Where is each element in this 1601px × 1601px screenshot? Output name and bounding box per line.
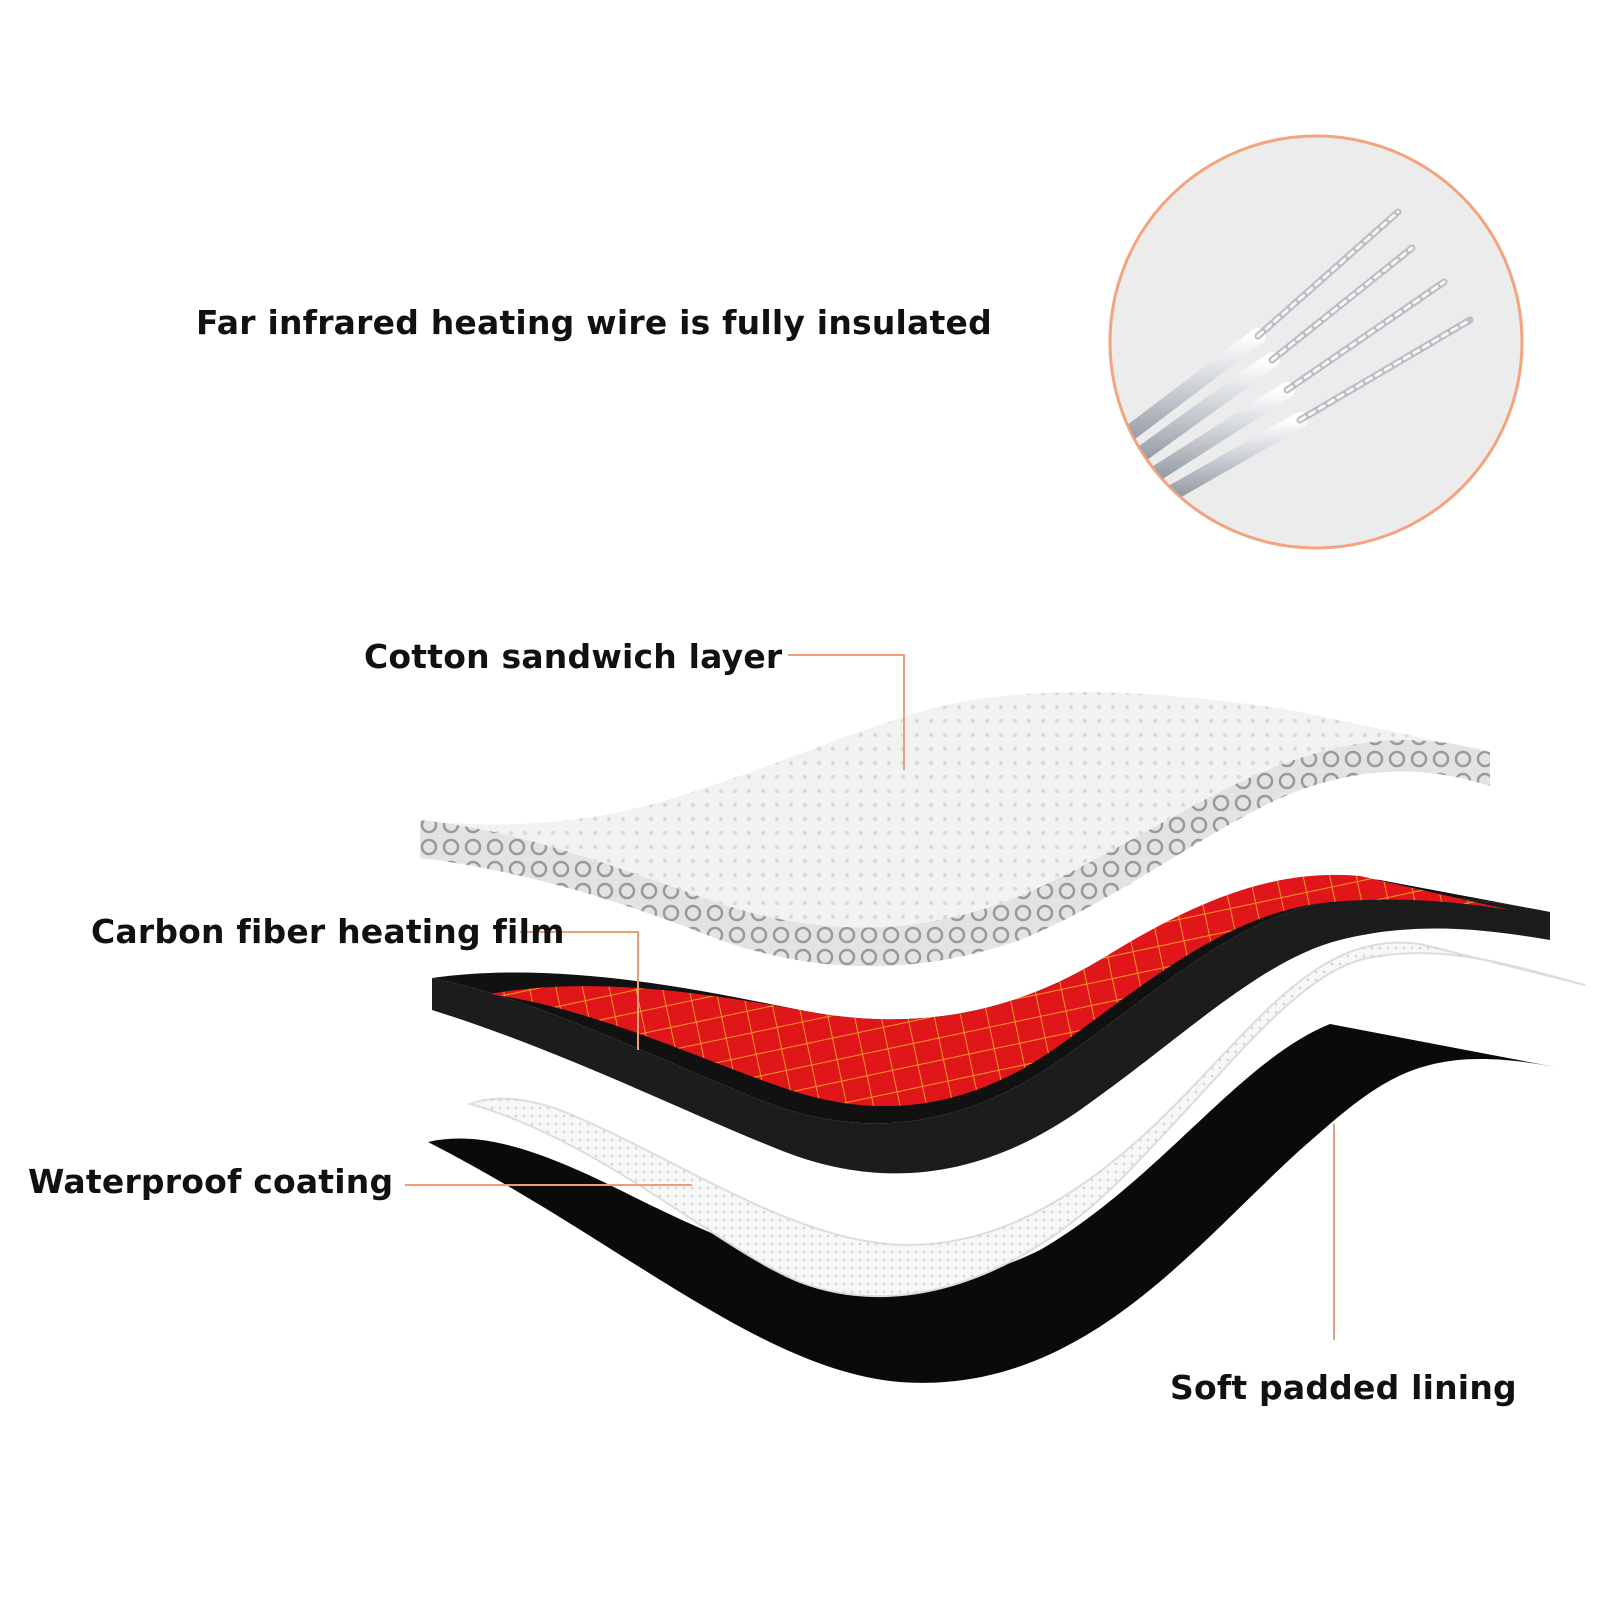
leader-lines: [405, 654, 1335, 1340]
label-soft-padded-lining: Soft padded lining: [1170, 1368, 1517, 1407]
wire-inset-circle: [1108, 134, 1524, 550]
label-heating-wire: Far infrared heating wire is fully insul…: [196, 303, 992, 342]
insulated-wires-icon: [1111, 208, 1474, 508]
cotton-sandwich-layer: [420, 692, 1490, 967]
carbon-fiber-heating-film-layer: [432, 874, 1550, 1174]
label-waterproof-coating: Waterproof coating: [28, 1162, 394, 1201]
leader-line-cotton: [788, 654, 905, 770]
soft-padded-lining-layer: [428, 1024, 1560, 1383]
waterproof-coating-layer: [466, 941, 1586, 1298]
label-cotton-sandwich-layer: Cotton sandwich layer: [364, 637, 783, 676]
label-carbon-fiber-heating-film: Carbon fiber heating film: [91, 912, 565, 951]
leader-line-carbon: [520, 931, 639, 1050]
